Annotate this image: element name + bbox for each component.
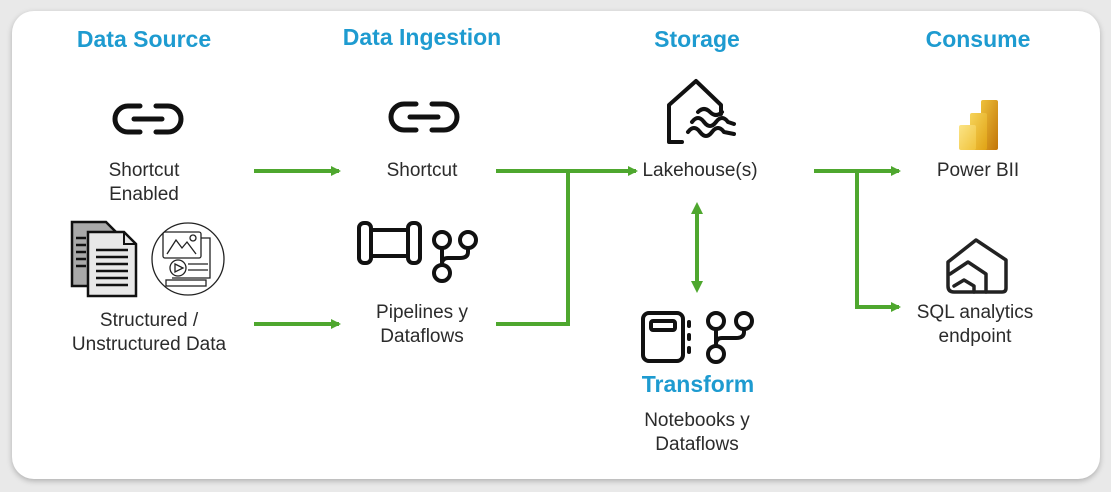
node-power-bi: Power BII xyxy=(936,160,1020,181)
column-title-data-ingestion: Data Ingestion xyxy=(342,24,502,50)
node-label-line: Notebooks y xyxy=(644,410,750,431)
column-title-data-source: Data Source xyxy=(76,26,212,52)
column-title-storage: Storage xyxy=(654,26,740,52)
node-shortcut: Shortcut xyxy=(386,160,458,181)
documents-icon xyxy=(70,220,225,298)
node-label-line: Shortcut xyxy=(108,160,180,181)
column-title-consume: Consume xyxy=(925,26,1031,52)
node-label-line: endpoint xyxy=(938,326,1012,347)
node-pipelines-dataflows: Pipelines y Dataflows xyxy=(376,301,468,349)
link-icon xyxy=(112,103,184,135)
node-label-line: Enabled xyxy=(109,184,179,205)
power-bi-icon xyxy=(959,100,998,150)
node-label-line: Pipelines y xyxy=(376,302,468,323)
node-label-line: Unstructured Data xyxy=(71,334,227,355)
node-label-line: Dataflows xyxy=(655,434,739,455)
diagram-card xyxy=(12,11,1100,479)
arrow-pipelines-to-lakehouse xyxy=(496,171,570,326)
node-label-line: Structured / xyxy=(99,310,199,331)
pipeline-icon xyxy=(357,221,478,283)
node-label-line: Dataflows xyxy=(380,326,464,347)
arrow-lakehouse-to-sql-endpoint xyxy=(855,171,901,312)
node-notebooks-dataflows: Notebooks y Dataflows xyxy=(644,409,750,457)
notebook-icon xyxy=(641,311,754,364)
node-sql-analytics-endpoint: SQL analytics endpoint xyxy=(917,301,1034,349)
node-lakehouse: Lakehouse(s) xyxy=(642,160,758,181)
node-label-line: SQL analytics xyxy=(916,302,1034,323)
transform-title: Transform xyxy=(641,371,755,397)
lakehouse-icon xyxy=(667,79,736,144)
node-shortcut-enabled: Shortcut Enabled xyxy=(109,159,180,207)
node-structured-unstructured-data: Structured / Unstructured Data xyxy=(72,309,226,357)
sql-endpoint-icon xyxy=(946,238,1008,294)
link-icon xyxy=(388,101,460,133)
